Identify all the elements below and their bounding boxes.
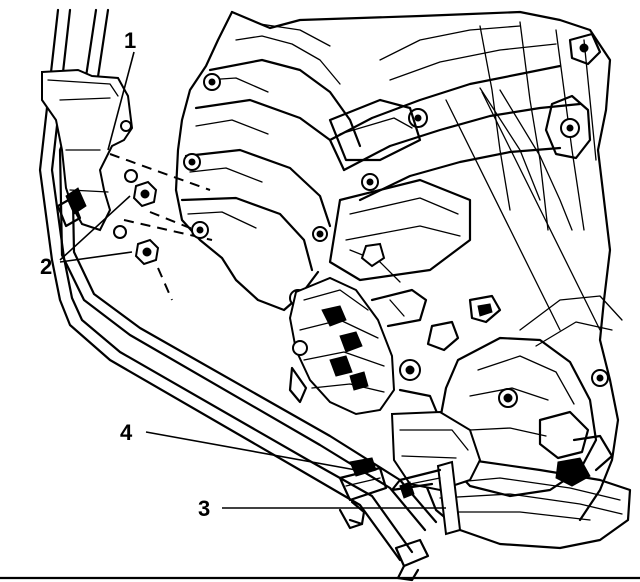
nut-lower: [134, 238, 160, 266]
cooler-line-bracket: [41, 68, 138, 239]
callout-4: 4: [120, 420, 133, 445]
transmission-case: [174, 10, 632, 550]
bracket-stud-hole-upper: [124, 169, 138, 183]
leader-2b: [59, 251, 133, 263]
nut-upper: [132, 180, 158, 208]
line-retainer-assembly: [338, 410, 482, 536]
range-switch-assembly: [288, 276, 442, 442]
callout-2: 2: [40, 254, 52, 279]
bell-housing-bolts: [183, 73, 428, 307]
callout-3: 3: [198, 496, 210, 521]
retainer-plate: [436, 460, 462, 536]
leader-1: [107, 51, 135, 151]
leader-2a: [59, 195, 131, 261]
bracket-stud-hole-lower: [113, 225, 127, 239]
callout-1: 1: [124, 28, 136, 53]
bracket-hole: [120, 120, 132, 132]
leader-4: [145, 431, 357, 471]
callout-leaders: [59, 51, 446, 509]
